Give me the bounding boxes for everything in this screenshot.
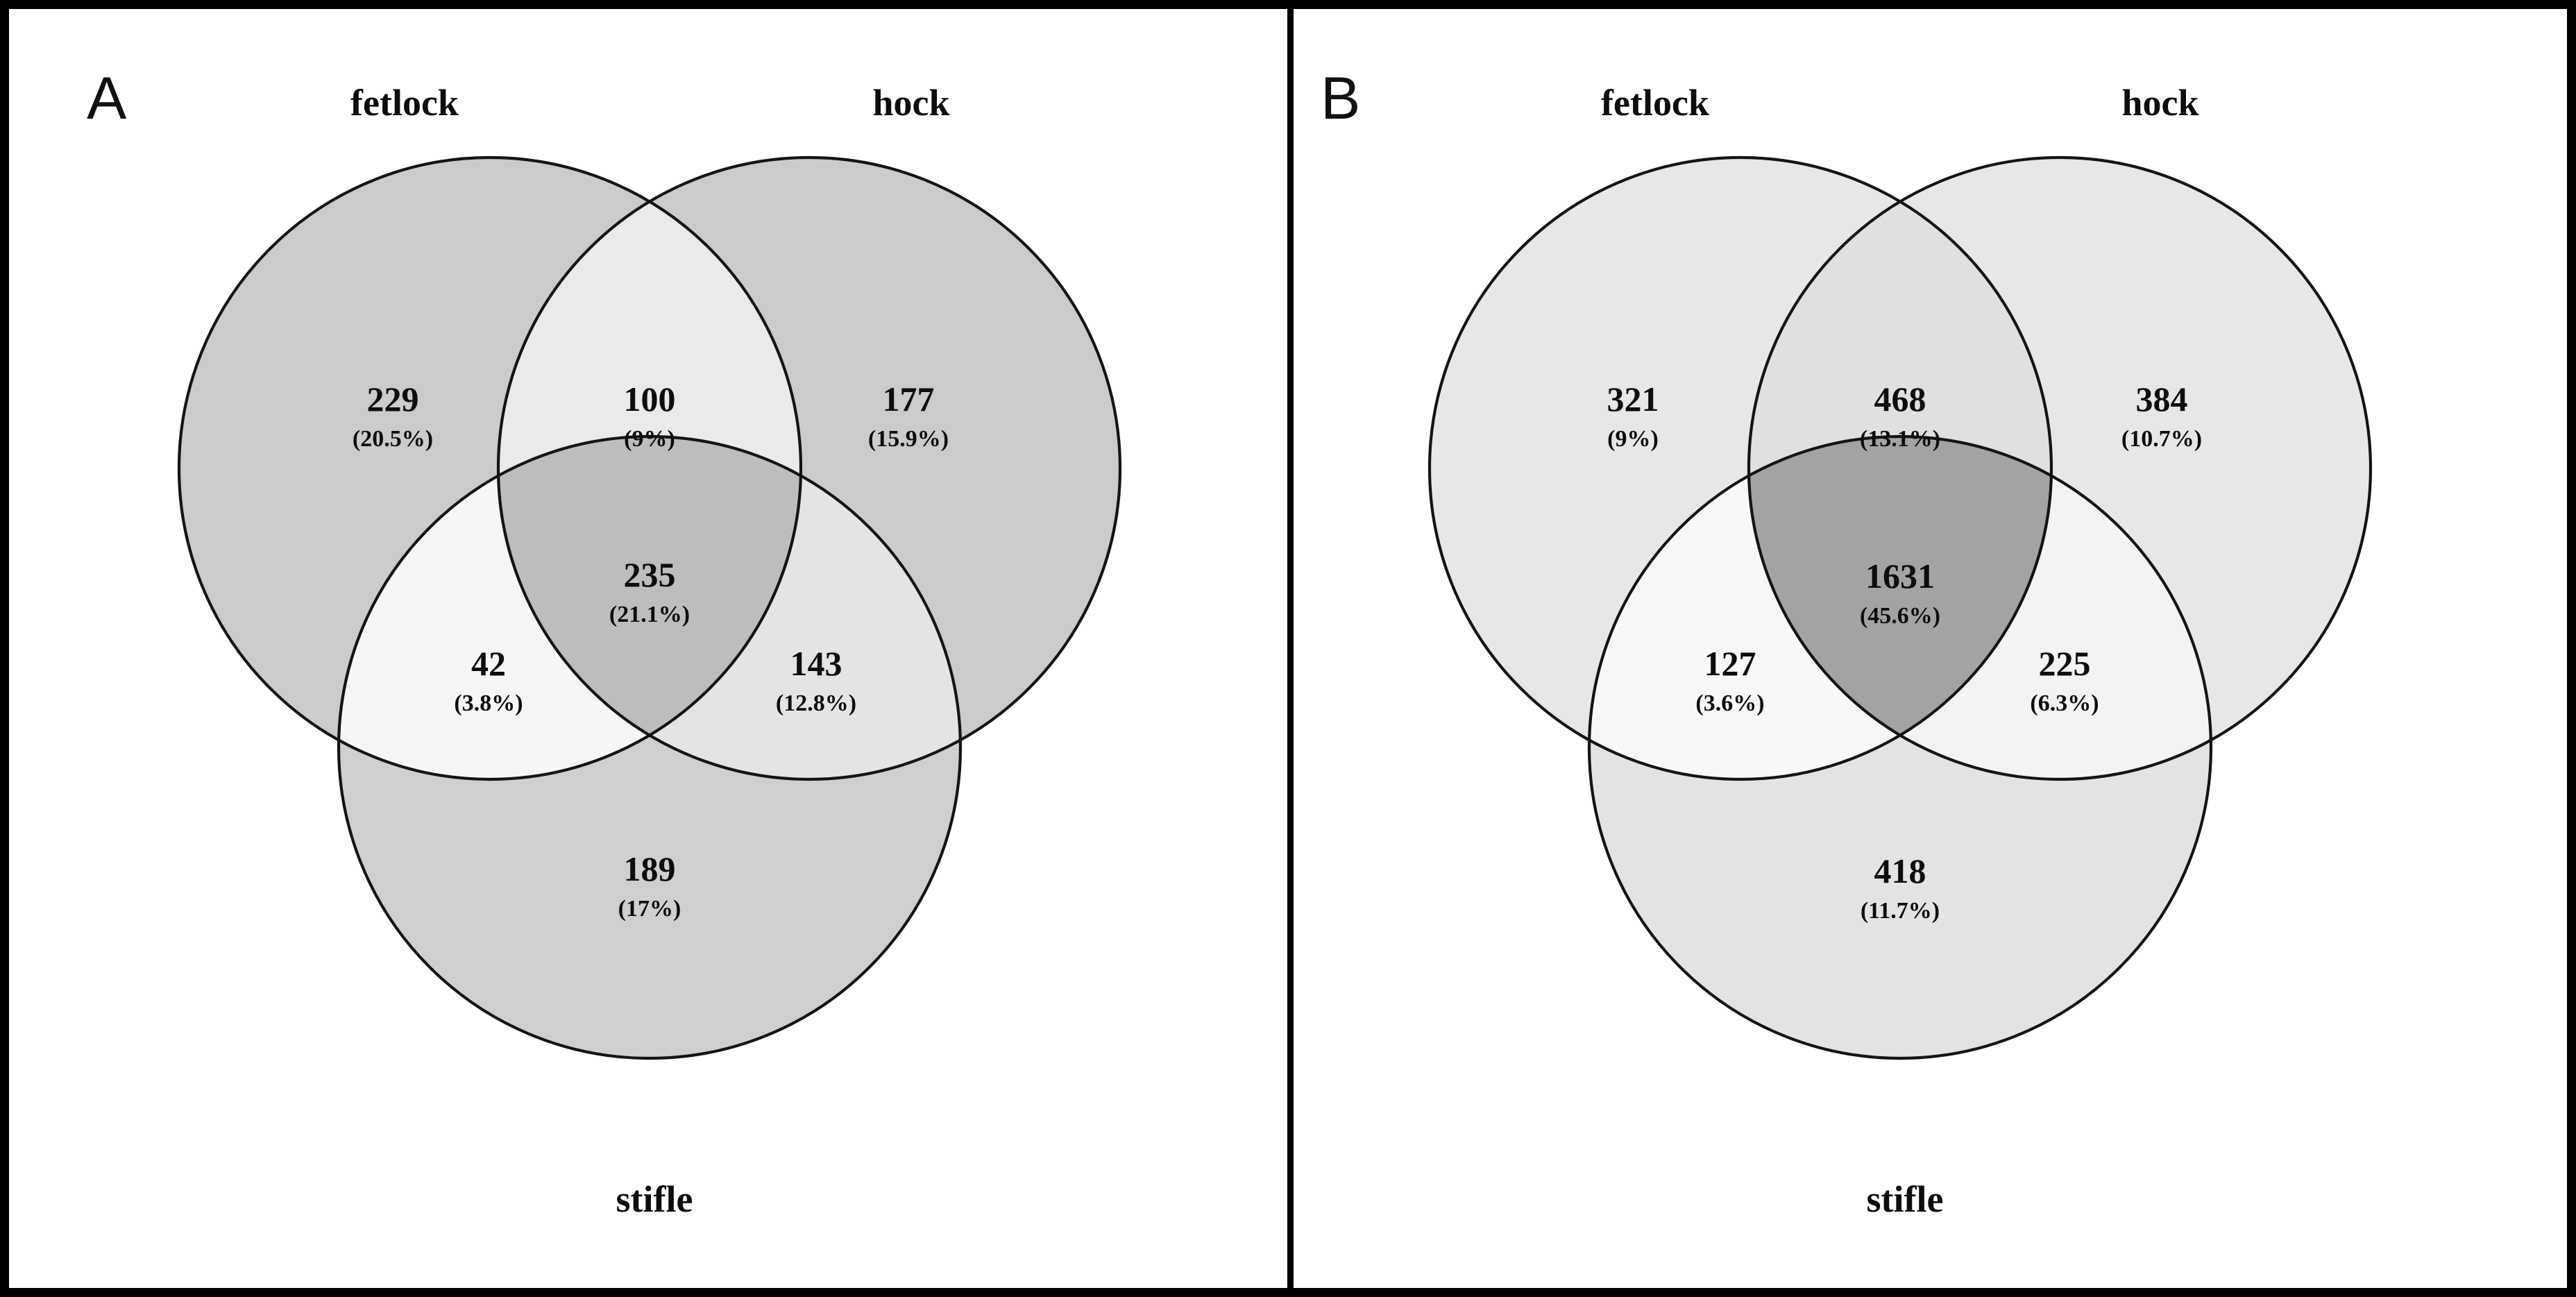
panel-a-pct-hock-only: (15.9%) <box>868 426 949 452</box>
panel-b-outline-hock <box>1747 155 2373 781</box>
panel-a-outline-hock <box>496 155 1122 781</box>
panel-a-count-hock-only: 177 <box>883 380 935 418</box>
panel-a-pct-fetlock-only: (20.5%) <box>353 426 433 452</box>
panel-a-label-fetlock: fetlock <box>350 82 459 124</box>
panel-a-letter: A <box>87 65 127 132</box>
panel-container: A fetlock hock stifle <box>9 9 2567 1288</box>
panel-b-outline-stifle <box>1587 434 2213 1060</box>
panel-b-outline-fetlock <box>1427 155 2053 781</box>
panel-b: B fetlock hock stifle <box>1287 9 2567 1288</box>
panel-b-count-hock-stifle: 225 <box>2039 644 2091 683</box>
panel-a-pct-stifle-only: (17%) <box>618 896 681 922</box>
panel-b-pct-hock-only: (10.7%) <box>2121 426 2202 452</box>
panel-a-pct-hock-stifle: (12.8%) <box>776 690 856 716</box>
panel-a-pct-fetlock-hock: (9%) <box>624 426 675 452</box>
panel-a-count-hock-stifle: 143 <box>790 644 842 683</box>
panel-b-pct-stifle-only: (11.7%) <box>1861 898 1940 924</box>
panel-b-count-fetlock-only: 321 <box>1607 380 1659 418</box>
panel-b-pct-fetlock-only: (9%) <box>1607 426 1659 452</box>
panel-b-count-hock-only: 384 <box>2136 380 2188 418</box>
panel-b-count-stifle-only: 418 <box>1874 851 1926 890</box>
panel-a-count-fetlock-stifle: 42 <box>471 644 506 683</box>
panel-b-label-hock: hock <box>2121 82 2199 124</box>
panel-b-count-triple: 1631 <box>1865 557 1935 595</box>
panel-a-count-stifle-only: 189 <box>624 849 676 888</box>
panel-a-label-stifle: stifle <box>616 1178 693 1220</box>
panel-b-count-fetlock-stifle: 127 <box>1704 644 1756 683</box>
panel-a-pct-triple: (21.1%) <box>609 602 690 627</box>
panel-a-outline-stifle <box>337 434 963 1060</box>
panel-b-letter: B <box>1321 65 1361 132</box>
panel-a-venn-diagram: 229 (20.5%) 100 (9%) 177 (15.9%) 235 (21… <box>177 155 1122 1060</box>
panel-a-count-fetlock-only: 229 <box>367 380 419 418</box>
panel-a-label-hock: hock <box>872 82 950 124</box>
panel-a-venn-wrap: 229 (20.5%) 100 (9%) 177 (15.9%) 235 (21… <box>9 9 1287 1288</box>
panel-b-count-fetlock-hock: 468 <box>1874 380 1926 418</box>
panel-b-pct-hock-stifle: (6.3%) <box>2030 690 2099 716</box>
panel-a-count-triple: 235 <box>624 555 676 594</box>
panel-b-venn-wrap: 321 (9%) 468 (13.1%) 384 (10.7%) 1631 (4… <box>1287 9 2567 1288</box>
panel-divider <box>1287 9 1294 1288</box>
panel-b-pct-triple: (45.6%) <box>1860 603 1940 629</box>
panel-b-pct-fetlock-hock: (13.1%) <box>1860 426 1940 452</box>
panel-b-venn-diagram: 321 (9%) 468 (13.1%) 384 (10.7%) 1631 (4… <box>1427 155 2373 1060</box>
panel-a-outline-fetlock <box>177 155 803 781</box>
panel-b-label-fetlock: fetlock <box>1601 82 1709 124</box>
panel-b-pct-fetlock-stifle: (3.6%) <box>1695 690 1764 716</box>
panel-a-count-fetlock-hock: 100 <box>624 380 676 418</box>
panel-a-pct-fetlock-stifle: (3.8%) <box>454 690 523 716</box>
panel-a: A fetlock hock stifle <box>9 9 1287 1288</box>
panel-b-label-stifle: stifle <box>1866 1178 1944 1220</box>
